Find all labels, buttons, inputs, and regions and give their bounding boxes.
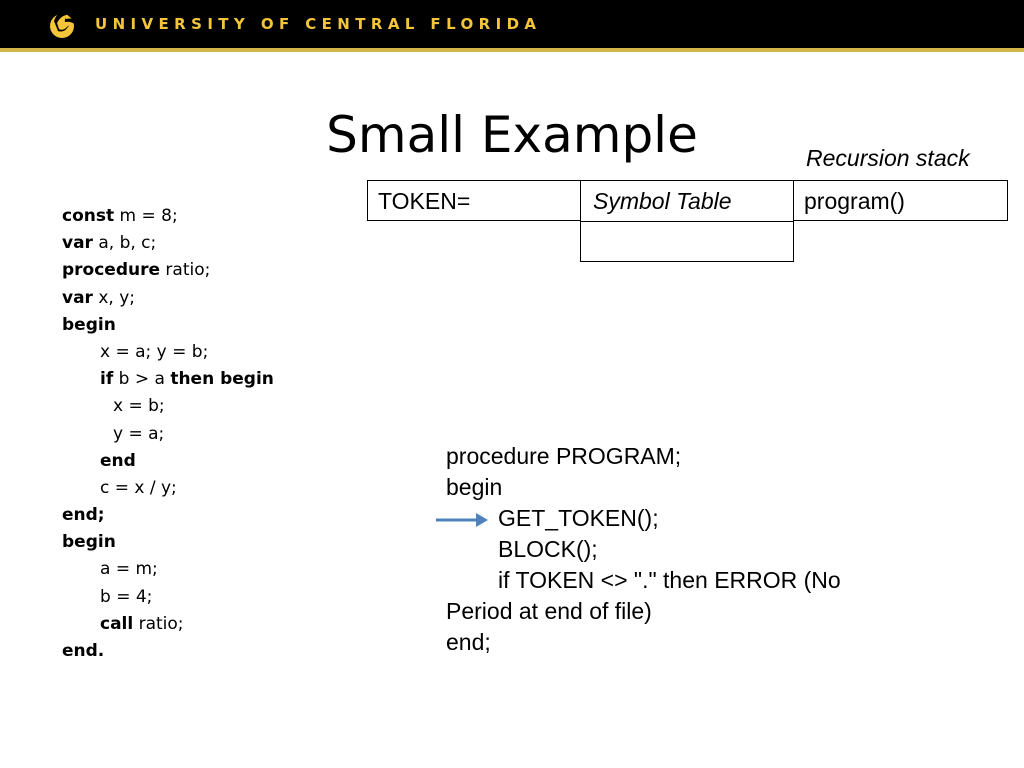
code-line: a = m; [100, 559, 158, 580]
recursion-stack-box: program() [793, 180, 1008, 221]
pseudocode-line: end; [446, 629, 491, 655]
slide-title: Small Example [326, 106, 698, 164]
token-label: TOKEN= [378, 188, 471, 214]
header-bar: UNIVERSITY OF CENTRAL FLORIDA [0, 0, 1024, 52]
code-listing: const m = 8; var a, b, c; procedure rati… [62, 203, 274, 665]
code-line: var a, b, c; [62, 233, 157, 254]
procedure-pseudocode: procedure PROGRAM; begin GET_TOKEN(); BL… [446, 441, 916, 658]
pseudocode-line: procedure PROGRAM; [446, 443, 682, 469]
code-line: end; [62, 505, 105, 526]
code-line: x = a; y = b; [100, 341, 209, 362]
pegasus-logo-icon [50, 10, 78, 38]
code-line: call ratio; [100, 613, 184, 634]
pseudocode-line: Period at end of file) [446, 598, 652, 624]
code-line: const m = 8; [62, 206, 178, 226]
pseudocode-line: GET_TOKEN(); [498, 505, 659, 531]
recursion-stack-top: program() [804, 188, 905, 214]
code-line: x = b; [113, 396, 165, 417]
code-line: var x, y; [62, 287, 135, 308]
pseudocode-line: BLOCK(); [498, 536, 598, 562]
symbol-table-divider [581, 221, 793, 222]
code-line: procedure ratio; [62, 260, 211, 281]
code-line: begin [62, 532, 116, 553]
code-line: begin [62, 314, 116, 335]
pseudocode-line: if TOKEN <> "." then ERROR (No [498, 567, 841, 593]
code-line: c = x / y; [100, 477, 177, 498]
code-line: b = 4; [100, 586, 153, 607]
symbol-table-box: Symbol Table [580, 180, 794, 262]
right-arrow-icon [436, 513, 488, 527]
code-line: if b > a then begin [100, 369, 274, 390]
token-box: TOKEN= [367, 180, 581, 221]
recursion-stack-label: Recursion stack [806, 145, 970, 171]
symbol-table-label: Symbol Table [593, 188, 732, 214]
code-line: end. [62, 641, 105, 661]
pseudocode-line: begin [446, 474, 503, 500]
code-line: y = a; [113, 423, 165, 444]
university-name: UNIVERSITY OF CENTRAL FLORIDA [95, 15, 542, 33]
code-line: end [100, 450, 136, 471]
